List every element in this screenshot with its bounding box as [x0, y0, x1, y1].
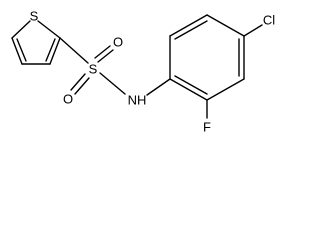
bond-b2-b3-inner — [174, 20, 208, 40]
bond-c5-s1 — [11, 20, 31, 39]
bond-b6-b1 — [169, 78, 208, 101]
bond-c4-c5-inner — [16, 38, 27, 62]
bond-b4-cl — [243, 24, 263, 37]
atom-label-nh: NH — [128, 93, 147, 108]
thiophene-ring — [11, 20, 61, 65]
benzene-ring — [169, 14, 245, 101]
bond-b3-b4 — [206, 14, 245, 37]
bond-nh-c1 — [146, 78, 171, 96]
bond-c2-sulfonyl — [59, 37, 89, 64]
bond-s1-c2 — [37, 20, 61, 39]
atom-labels: S O S O NH Cl F — [30, 9, 276, 135]
sulfonyl-oxygen-bonds — [70, 45, 114, 95]
bond-s-o-bottom-b — [74, 77, 90, 95]
atom-label-cl: Cl — [263, 13, 275, 28]
bond-b6-b1-inner — [174, 75, 208, 95]
atom-label-o-bottom: O — [63, 92, 73, 107]
atom-label-f: F — [203, 120, 211, 135]
atom-label-s-sulfonyl: S — [89, 62, 98, 77]
bond-s-o-top-b — [97, 49, 114, 63]
atom-label-s-ring: S — [30, 9, 39, 24]
bond-s-o-top-a — [94, 45, 111, 59]
bond-sulfonyl-nh — [99, 72, 126, 95]
bond-c4-c5 — [11, 37, 23, 65]
bond-s-o-bottom-a — [70, 73, 86, 91]
atom-label-o-top: O — [113, 35, 123, 50]
molecule-structure: S O S O NH Cl F — [11, 9, 276, 135]
bond-b5-b6 — [206, 78, 245, 101]
bond-b2-b3 — [169, 14, 208, 37]
bond-c2-c3 — [49, 37, 61, 65]
bond-c2-c3-inner — [45, 38, 56, 62]
